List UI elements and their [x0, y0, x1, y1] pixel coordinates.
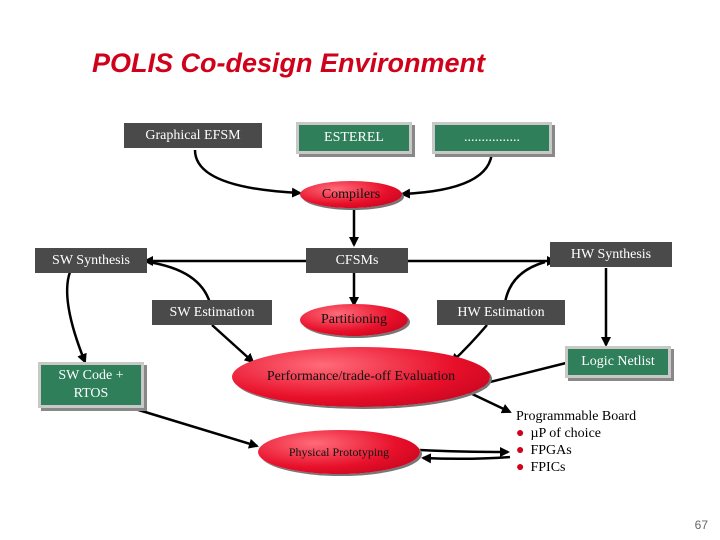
arrow-dots-to-compilers — [400, 149, 494, 199]
hw-estimation-node: HW Estimation — [437, 300, 565, 325]
esterel-node: ESTEREL — [296, 122, 412, 154]
graphical-efsm-node: Graphical EFSM — [124, 123, 262, 148]
bullet-icon: ● — [516, 426, 525, 441]
board-item-1: ●µP of choice — [516, 426, 601, 441]
performance-evaluation-node: Performance/trade-off Evaluation — [232, 347, 490, 407]
arrow-swcode-to-prototyping — [131, 406, 259, 449]
page-title: POLIS Co-design Environment — [92, 48, 486, 78]
partitioning-node: Partitioning — [300, 304, 408, 336]
bullet-icon: ● — [516, 460, 525, 475]
board-item-2: ●FPGAs — [516, 443, 572, 458]
dots-node: ................ — [432, 122, 552, 154]
arrow-logic-netlist-to-performance — [476, 360, 571, 388]
sw-code-line2: RTOS — [73, 386, 109, 401]
arrow-sw-synth-to-sw-estimation — [147, 260, 212, 304]
arrow-sw-estimation-to-performance — [211, 324, 255, 364]
programmable-board-heading: Programmable Board — [516, 409, 637, 424]
arrow-sw-synth-to-swcode — [65, 271, 87, 364]
compilers-node: Compilers — [300, 181, 402, 208]
sw-code-line1: SW Code + — [58, 368, 124, 383]
bullet-icon: ● — [516, 443, 525, 458]
arrow-board-to-prototyping — [421, 453, 511, 464]
arrow-efsm-to-compilers — [193, 149, 302, 198]
arrow-prototyping-to-board — [419, 446, 510, 457]
programmable-board-block: Programmable Board ●µP of choice ●FPGAs … — [516, 408, 636, 476]
board-item-3: ●FPICs — [516, 460, 566, 475]
physical-prototyping-node: Physical Prototyping — [258, 430, 420, 474]
sw-code-rtos-node: SW Code + RTOS — [38, 362, 144, 408]
cfsms-node: CFSMs — [306, 248, 408, 273]
page-number: 67 — [694, 518, 708, 532]
arrow-hw-synth-to-hw-estimation — [503, 260, 546, 304]
hw-synthesis-node: HW Synthesis — [550, 242, 672, 267]
sw-estimation-node: SW Estimation — [152, 300, 272, 325]
sw-synthesis-node: SW Synthesis — [35, 248, 147, 273]
logic-netlist-node: Logic Netlist — [565, 346, 671, 378]
arrow-performance-to-board — [467, 390, 512, 414]
